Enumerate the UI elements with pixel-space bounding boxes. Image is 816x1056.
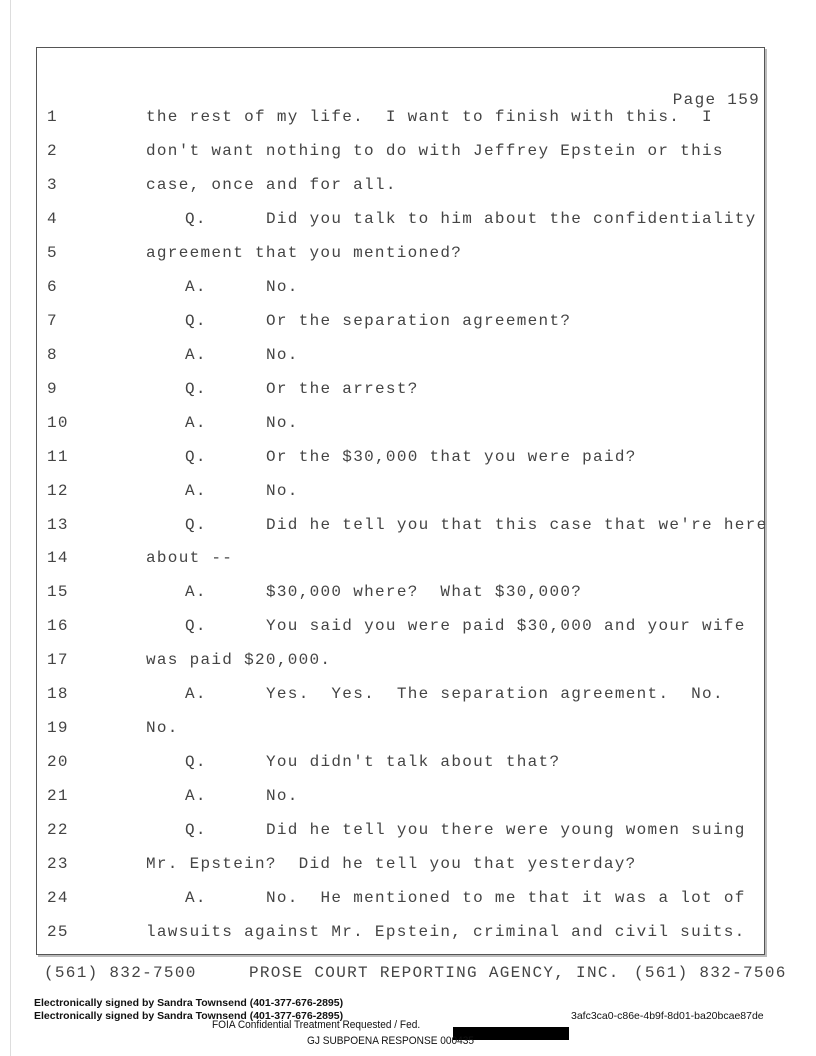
line-number: 9 <box>47 379 58 398</box>
speaker-label: Q. <box>185 311 207 330</box>
line-text: Or the separation agreement? <box>266 311 572 330</box>
line-text: about -- <box>146 549 234 568</box>
line-text: agreement that you mentioned? <box>146 243 463 262</box>
line-number: 21 <box>47 787 69 806</box>
line-number: 25 <box>47 923 69 942</box>
line-text: You said you were paid $30,000 and your … <box>266 617 746 636</box>
line-text: Or the arrest? <box>266 379 419 398</box>
speaker-label: Q. <box>185 379 207 398</box>
speaker-label: A. <box>185 345 207 364</box>
line-number: 17 <box>47 651 69 670</box>
speaker-label: Q. <box>185 753 207 772</box>
speaker-label: A. <box>185 413 207 432</box>
transcript-page: Page 159 1 the rest of my life. I want to… <box>36 47 768 955</box>
line-text: don't want nothing to do with Jeffrey Ep… <box>146 141 724 160</box>
page-edge <box>10 0 11 1056</box>
line-number: 5 <box>47 243 58 262</box>
confidential-notice: FOIA Confidential Treatment Requested / … <box>212 1019 421 1031</box>
line-number: 8 <box>47 345 58 364</box>
line-number: 22 <box>47 821 69 840</box>
speaker-label: A. <box>185 787 207 806</box>
speaker-label: Q. <box>185 209 207 228</box>
footer-phone-right: (561) 832-7506 <box>634 964 787 982</box>
line-number: 15 <box>47 583 69 602</box>
signature-line-1: Electronically signed by Sandra Townsend… <box>34 997 344 1009</box>
line-number: 7 <box>47 311 58 330</box>
speaker-label: Q. <box>185 447 207 466</box>
line-text: was paid $20,000. <box>146 651 332 670</box>
line-text: Did you talk to him about the confidenti… <box>266 209 757 228</box>
footer-agency: PROSE COURT REPORTING AGENCY, INC. <box>249 964 620 982</box>
line-text: Mr. Epstein? Did he tell you that yester… <box>146 855 637 874</box>
line-number: 23 <box>47 855 69 874</box>
line-number: 2 <box>47 141 58 160</box>
line-text: No. <box>266 345 299 364</box>
footer: (561) 832-7500 PROSE COURT REPORTING AGE… <box>44 964 785 1036</box>
line-number: 20 <box>47 753 69 772</box>
line-text: No. <box>266 277 299 296</box>
line-text: Yes. Yes. The separation agreement. No. <box>266 685 724 704</box>
line-text: the rest of my life. I want to finish wi… <box>146 108 713 126</box>
line-text: No. He mentioned to me that it was a lot… <box>266 889 746 908</box>
document-hash: 3afc3ca0-c86e-4b9f-8d01-ba20bcae87de <box>571 1010 764 1022</box>
speaker-label: A. <box>185 583 207 602</box>
line-number: 11 <box>47 447 69 466</box>
line-number: 6 <box>47 277 58 296</box>
speaker-label: A. <box>185 481 207 500</box>
line-text: $30,000 where? What $30,000? <box>266 583 583 602</box>
line-number: 12 <box>47 481 69 500</box>
speaker-label: A. <box>185 277 207 296</box>
line-number: 4 <box>47 209 58 228</box>
page-number: Page 159 <box>672 91 760 109</box>
speaker-label: A. <box>185 685 207 704</box>
line-text: Did he tell you there were young women s… <box>266 821 746 840</box>
line-text: No. <box>146 719 179 738</box>
speaker-label: Q. <box>185 617 207 636</box>
footer-phone-left: (561) 832-7500 <box>44 964 197 982</box>
line-text: Or the $30,000 that you were paid? <box>266 447 637 466</box>
line-text: No. <box>266 787 299 806</box>
line-text: case, once and for all. <box>146 175 397 194</box>
signature-line-2: Electronically signed by Sandra Townsend… <box>34 1010 344 1022</box>
speaker-label: Q. <box>185 515 207 534</box>
bates-stamp: GJ SUBPOENA RESPONSE 000435 <box>307 1035 475 1047</box>
line-number: 19 <box>47 719 69 738</box>
speaker-label: Q. <box>185 821 207 840</box>
line-text: Did he tell you that this case that we'r… <box>266 515 768 534</box>
line-text: You didn't talk about that? <box>266 753 561 772</box>
line-number: 18 <box>47 685 69 704</box>
line-number: 24 <box>47 889 69 908</box>
line-number: 3 <box>47 175 58 194</box>
redaction-block <box>453 1027 569 1040</box>
line-text: lawsuits against Mr. Epstein, criminal a… <box>146 923 746 942</box>
line-text: No. <box>266 481 299 500</box>
speaker-label: A. <box>185 889 207 908</box>
line-number: 16 <box>47 617 69 636</box>
line-number: 13 <box>47 515 69 534</box>
line-number: 1 <box>47 108 58 126</box>
line-number: 10 <box>47 413 69 432</box>
line-number: 14 <box>47 549 69 568</box>
line-text: No. <box>266 413 299 432</box>
